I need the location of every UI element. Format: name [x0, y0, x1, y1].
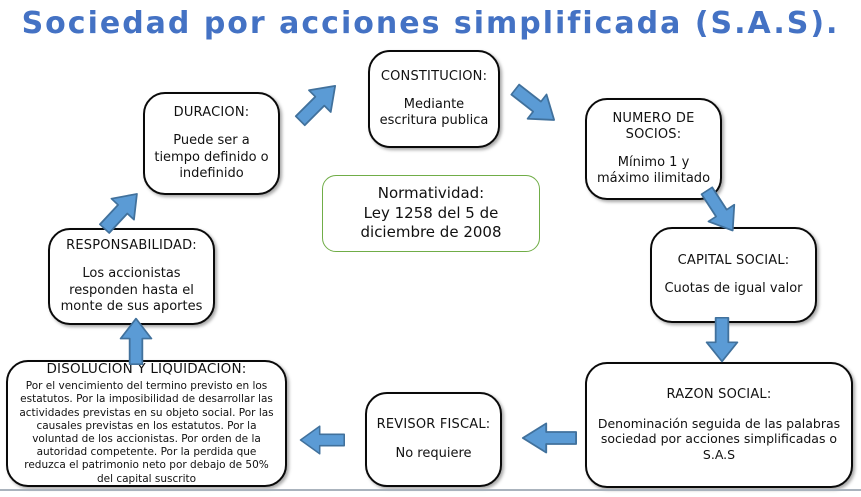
node-revisor-fiscal-body: No requiere — [395, 445, 472, 461]
arrow-numero-de-socios-to-capital-social-icon — [690, 180, 749, 243]
note-normatividad-heading: Normatividad: — [377, 184, 485, 203]
node-revisor-fiscal-heading: REVISOR FISCAL: — [376, 417, 491, 433]
node-responsabilidad-heading: RESPONSABILIDAD: — [66, 238, 197, 253]
arrow-duracion-to-constitucion-icon — [286, 71, 350, 135]
node-disolucion-y-liquidacion: DISOLUCION Y LIQUIDACION: Por el vencimi… — [6, 360, 287, 487]
node-numero-de-socios-body: Mínimo 1 y máximo ilimitado — [596, 155, 711, 187]
node-disolucion-heading: DISOLUCION Y LIQUIDACION: — [46, 361, 247, 378]
arrow-revisor-fiscal-to-disolucion-icon — [299, 423, 345, 457]
node-numero-de-socios-heading: NUMERO DE SOCIOS: — [612, 110, 695, 142]
arrow-constitucion-to-numero-de-socios-icon — [503, 74, 567, 136]
node-capital-social-body: Cuotas de igual valor — [664, 281, 803, 296]
node-capital-social-heading: CAPITAL SOCIAL: — [677, 252, 790, 268]
slide-edge-divider — [0, 489, 861, 491]
node-constitucion-body: Mediante escritura publica — [379, 96, 489, 129]
node-constitucion: CONSTITUCION: Mediante escritura publica — [368, 50, 500, 148]
note-normatividad-body: Ley 1258 del 5 de diciembre de 2008 — [360, 203, 502, 242]
node-disolucion-body: Por el vencimiento del termino previsto … — [19, 380, 274, 485]
node-duracion-body: Puede ser a tiempo definido o indefinido — [154, 133, 269, 181]
node-constitucion-heading: CONSTITUCION: — [380, 68, 488, 84]
node-responsabilidad-body: Los accionistas responden hasta el monte… — [60, 266, 203, 314]
node-revisor-fiscal: REVISOR FISCAL: No requiere — [365, 392, 502, 487]
arrow-responsabilidad-to-duracion-icon — [90, 180, 152, 242]
arrow-capital-social-to-razon-social-icon — [703, 317, 741, 363]
node-razon-social-body: Denominación seguida de las palabras soc… — [597, 415, 841, 462]
arrow-razon-social-to-revisor-fiscal-icon — [521, 420, 577, 456]
node-responsabilidad: RESPONSABILIDAD: Los accionistas respond… — [48, 228, 215, 325]
node-duracion: DURACION: Puede ser a tiempo definido o … — [143, 92, 280, 195]
node-razon-social-heading: RAZON SOCIAL: — [666, 387, 772, 403]
note-normatividad: Normatividad: Ley 1258 del 5 de diciembr… — [322, 175, 540, 252]
node-razon-social: RAZON SOCIAL: Denominación seguida de la… — [585, 362, 853, 488]
page-title: Sociedad por acciones simplificada (S.A.… — [21, 6, 840, 41]
arrow-disolucion-to-responsabilidad-icon — [117, 317, 155, 365]
node-duracion-heading: DURACION: — [173, 105, 250, 120]
node-capital-social: CAPITAL SOCIAL: Cuotas de igual valor — [650, 227, 817, 323]
node-numero-de-socios: NUMERO DE SOCIOS: Mínimo 1 y máximo ilim… — [585, 98, 722, 200]
